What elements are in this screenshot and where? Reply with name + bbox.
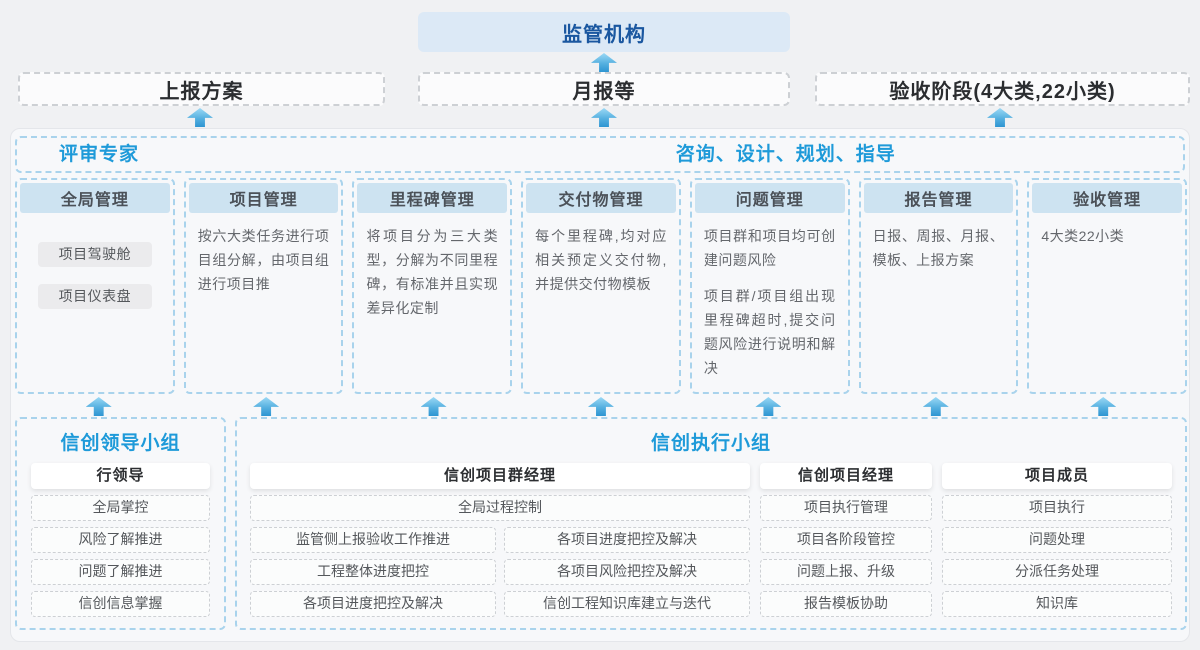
program-manager-section: 信创项目群经理 全局过程控制 监管侧上报验收工作推进 各项目进度把控及解决 工程… — [250, 463, 750, 617]
pgm-item-row: 工程整体进度把控 各项目风险把控及解决 — [250, 559, 750, 585]
report-plan-box: 上报方案 — [18, 72, 385, 106]
up-arrow-icon — [755, 397, 782, 416]
column-paragraph: 项目群/项目组出现里程碑超时,提交问题风险进行说明和解决 — [703, 288, 836, 377]
platform-card: 评审专家 咨询、设计、规划、指导 全局管理 项目驾驶舱 项目仪表盘 项目管理 按… — [10, 128, 1190, 642]
column-content: 4大类22小类 — [1029, 216, 1185, 248]
column-paragraph: 将项目分为三大类型，分解为不同里程碑，有标准并且实现差异化定制 — [366, 228, 499, 317]
leader-item: 问题了解推进 — [31, 559, 210, 585]
project-manager-role: 信创项目经理 — [760, 463, 932, 489]
pgm-item-row: 各项目进度把控及解决 信创工程知识库建立与迭代 — [250, 591, 750, 617]
up-arrow-icon — [1090, 397, 1117, 416]
program-manager-role: 信创项目群经理 — [250, 463, 750, 489]
column-content: 每个里程碑,均对应相关预定义交付物,并提供交付物模板 — [523, 216, 679, 296]
pgm-item: 各项目进度把控及解决 — [504, 527, 750, 553]
exec-group-title: 信创执行小组 — [650, 433, 771, 454]
leader-item: 信创信息掌握 — [31, 591, 210, 617]
column-acceptance-management: 验收管理 4大类22小类 — [1027, 178, 1188, 394]
pgm-item: 全局过程控制 — [250, 495, 750, 521]
expert-header-row: 评审专家 咨询、设计、规划、指导 — [15, 136, 1185, 173]
column-paragraph: 每个里程碑,均对应相关预定义交付物,并提供交付物模板 — [535, 228, 667, 293]
pgm-item: 工程整体进度把控 — [250, 559, 496, 585]
column-paragraph: 按六大类任务进行项目组分解，由项目组进行项目推 — [197, 228, 330, 293]
pm-item: 项目各阶段管控 — [760, 527, 932, 553]
column-title: 报告管理 — [863, 183, 1014, 213]
monthly-report-box: 月报等 — [418, 72, 790, 106]
column-content: 项目驾驶舱 项目仪表盘 — [17, 216, 173, 309]
xinchuang-exec-group: 信创执行小组 信创项目群经理 全局过程控制 监管侧上报验收工作推进 各项目进度把… — [235, 417, 1187, 630]
review-experts-label: 评审专家 — [59, 144, 140, 165]
up-arrow-icon — [420, 397, 447, 416]
up-arrow-icon — [587, 397, 614, 416]
pgm-item: 各项目进度把控及解决 — [250, 591, 496, 617]
column-title: 全局管理 — [20, 183, 170, 213]
column-arrows-row — [15, 397, 1187, 416]
regulator-box: 监管机构 — [418, 12, 790, 52]
exec-group-content: 信创项目群经理 全局过程控制 监管侧上报验收工作推进 各项目进度把控及解决 工程… — [250, 463, 1172, 617]
bank-leader-role: 行领导 — [31, 463, 210, 489]
column-title: 项目管理 — [188, 183, 339, 213]
pgm-item: 各项目风险把控及解决 — [504, 559, 750, 585]
up-arrow-icon — [591, 108, 617, 127]
column-title: 里程碑管理 — [357, 183, 508, 213]
column-content: 项目群和项目均可创建问题风险 项目群/项目组出现里程碑超时,提交问题风险进行说明… — [692, 216, 848, 380]
column-content: 日报、周报、月报、模板、上报方案 — [861, 216, 1017, 272]
column-paragraph: 项目群和项目均可创建问题风险 — [703, 228, 836, 269]
member-item: 项目执行 — [942, 495, 1172, 521]
pgm-item-row: 监管侧上报验收工作推进 各项目进度把控及解决 — [250, 527, 750, 553]
project-member-section: 项目成员 项目执行 问题处理 分派任务处理 知识库 — [942, 463, 1172, 617]
up-arrow-icon — [922, 397, 949, 416]
column-paragraph: 4大类22小类 — [1041, 228, 1125, 244]
project-manager-section: 信创项目经理 项目执行管理 项目各阶段管控 问题上报、升级 报告模板协助 — [760, 463, 932, 617]
leader-group-title: 信创领导小组 — [60, 433, 181, 454]
column-title: 验收管理 — [1032, 183, 1183, 213]
column-deliverable-management: 交付物管理 每个里程碑,均对应相关预定义交付物,并提供交付物模板 — [521, 178, 681, 394]
project-cockpit-chip: 项目驾驶舱 — [37, 242, 152, 267]
column-title: 问题管理 — [694, 183, 845, 213]
column-paragraph: 日报、周报、月报、模板、上报方案 — [872, 228, 1005, 269]
pm-item: 报告模板协助 — [760, 591, 932, 617]
consulting-design-label: 咨询、设计、规划、指导 — [675, 144, 896, 165]
member-item: 问题处理 — [942, 527, 1172, 553]
up-arrow-icon — [987, 108, 1013, 127]
column-report-management: 报告管理 日报、周报、月报、模板、上报方案 — [858, 178, 1019, 394]
column-issue-management: 问题管理 项目群和项目均可创建问题风险 项目群/项目组出现里程碑超时,提交问题风… — [689, 178, 850, 394]
column-milestone-management: 里程碑管理 将项目分为三大类型，分解为不同里程碑，有标准并且实现差异化定制 — [352, 178, 513, 394]
column-title: 交付物管理 — [526, 183, 676, 213]
column-content: 按六大类任务进行项目组分解，由项目组进行项目推 — [186, 216, 342, 296]
member-item: 知识库 — [942, 591, 1172, 617]
leader-item: 风险了解推进 — [31, 527, 210, 553]
xinchuang-leader-group: 信创领导小组 行领导 全局掌控 风险了解推进 问题了解推进 信创信息掌握 — [15, 417, 226, 630]
column-global-management: 全局管理 项目驾驶舱 项目仪表盘 — [15, 178, 175, 394]
column-content: 将项目分为三大类型，分解为不同里程碑，有标准并且实现差异化定制 — [354, 216, 510, 320]
member-item: 分派任务处理 — [942, 559, 1172, 585]
project-dashboard-chip: 项目仪表盘 — [37, 284, 152, 309]
up-arrow-icon — [85, 397, 112, 416]
acceptance-stage-box: 验收阶段(4大类,22小类) — [815, 72, 1190, 106]
module-columns: 全局管理 项目驾驶舱 项目仪表盘 项目管理 按六大类任务进行项目组分解，由项目组… — [15, 178, 1188, 394]
up-arrow-icon — [187, 108, 213, 127]
pgm-item: 监管侧上报验收工作推进 — [250, 527, 496, 553]
pm-item: 项目执行管理 — [760, 495, 932, 521]
project-member-role: 项目成员 — [942, 463, 1172, 489]
pm-item: 问题上报、升级 — [760, 559, 932, 585]
leader-item: 全局掌控 — [31, 495, 210, 521]
column-project-management: 项目管理 按六大类任务进行项目组分解，由项目组进行项目推 — [183, 178, 344, 394]
up-arrow-icon — [253, 397, 280, 416]
pgm-item: 信创工程知识库建立与迭代 — [504, 591, 750, 617]
org-groups-row: 信创领导小组 行领导 全局掌控 风险了解推进 问题了解推进 信创信息掌握 信创执… — [15, 417, 1187, 630]
up-arrow-icon — [591, 53, 617, 72]
